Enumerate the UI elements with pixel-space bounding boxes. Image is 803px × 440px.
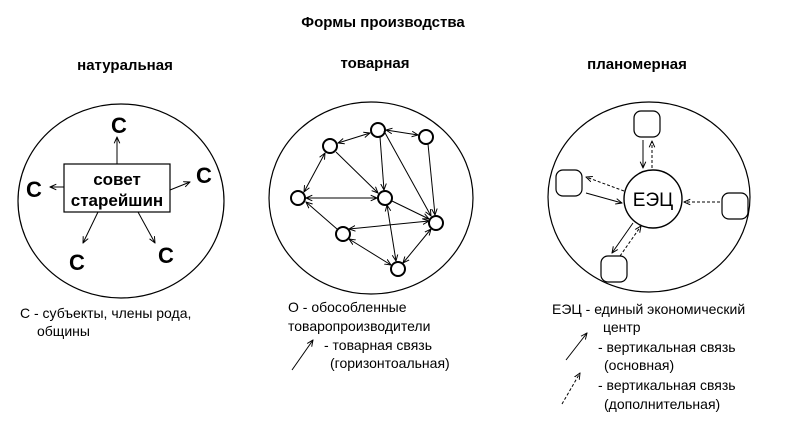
commodity-node — [418, 129, 434, 145]
commodity-link — [427, 143, 435, 215]
diagram-title: Формы производства — [301, 14, 465, 31]
commodity-link — [391, 200, 429, 219]
commodity-circle — [268, 101, 474, 295]
planned-node-bottom — [600, 255, 628, 283]
planned-legend-line2: центр — [603, 319, 641, 335]
natural-legend-line2: общины — [37, 323, 90, 339]
commodity-link — [387, 205, 396, 261]
natural-node-bottom-right: С — [158, 243, 174, 268]
commodity-link — [304, 153, 325, 192]
natural-node-left: С — [26, 177, 42, 202]
commodity-legend-line3: - товарная связь — [324, 337, 432, 353]
commodity-heading: товарная — [341, 55, 410, 72]
natural-node-top: С — [111, 113, 127, 138]
council-box-line1: совет — [93, 170, 141, 189]
commodity-link — [349, 239, 391, 265]
commodity-node — [322, 138, 338, 154]
natural-heading: натуральная — [77, 57, 173, 74]
natural-legend-line1: С - субъекты, члены рода, — [20, 305, 191, 321]
commodity-link — [349, 221, 429, 229]
planned-legend-line5: - вертикальная связь — [598, 377, 736, 393]
commodity-link — [335, 151, 378, 193]
commodity-node — [377, 190, 393, 206]
commodity-link — [306, 202, 338, 230]
commodity-link — [403, 229, 431, 263]
planned-node-right — [721, 192, 749, 220]
planned-dashed-link — [586, 177, 625, 192]
commodity-link — [386, 130, 418, 135]
natural-circle — [17, 103, 225, 299]
planned-section: планомерная ЕЭЦ ЕЭЦ - единый экономическ… — [547, 56, 751, 412]
planned-solid-link — [612, 222, 634, 253]
planned-legend-line1: ЕЭЦ - единый экономический — [552, 301, 745, 317]
commodity-node — [370, 122, 386, 138]
commodity-legend-line4: (горизонтоальная) — [330, 355, 450, 371]
ecz-center-label: ЕЭЦ — [633, 190, 673, 211]
natural-arrow-right — [169, 182, 190, 191]
planned-solid-link — [585, 192, 622, 203]
commodity-node — [335, 226, 351, 242]
legend-solid-arrow-icon — [291, 340, 313, 371]
natural-node-right: С — [196, 163, 212, 188]
commodity-legend-line1: О - обособленные — [288, 299, 407, 315]
commodity-node — [290, 190, 306, 206]
commodity-link — [338, 133, 370, 143]
legend-solid-arrow-icon — [565, 333, 587, 361]
commodity-link — [383, 130, 431, 216]
planned-legend-line3: - вертикальная связь — [598, 339, 736, 355]
commodity-node — [428, 215, 444, 231]
natural-section: натуральная совет старейшин С С С С С С … — [17, 57, 225, 339]
planned-node-top — [633, 110, 661, 138]
natural-arrow-bottom-left — [83, 211, 99, 243]
council-box-line2: старейшин — [71, 191, 163, 210]
planned-legend-line6: (дополнительная) — [604, 396, 720, 412]
commodity-legend-line2: товаропроизводители — [288, 318, 430, 334]
legend-dashed-arrow-icon — [561, 373, 580, 405]
commodity-section: товарная О - обособленные — [268, 55, 474, 371]
commodity-link — [379, 136, 384, 190]
planned-node-left — [555, 169, 583, 197]
ecz-center-circle — [623, 169, 683, 229]
natural-arrow-bottom-right — [137, 211, 155, 243]
planned-legend-line4: (основная) — [604, 357, 674, 373]
planned-circle — [547, 101, 751, 293]
planned-heading: планомерная — [587, 56, 687, 73]
commodity-node — [390, 261, 406, 277]
natural-node-bottom-left: С — [69, 250, 85, 275]
planned-dashed-link — [619, 226, 641, 257]
